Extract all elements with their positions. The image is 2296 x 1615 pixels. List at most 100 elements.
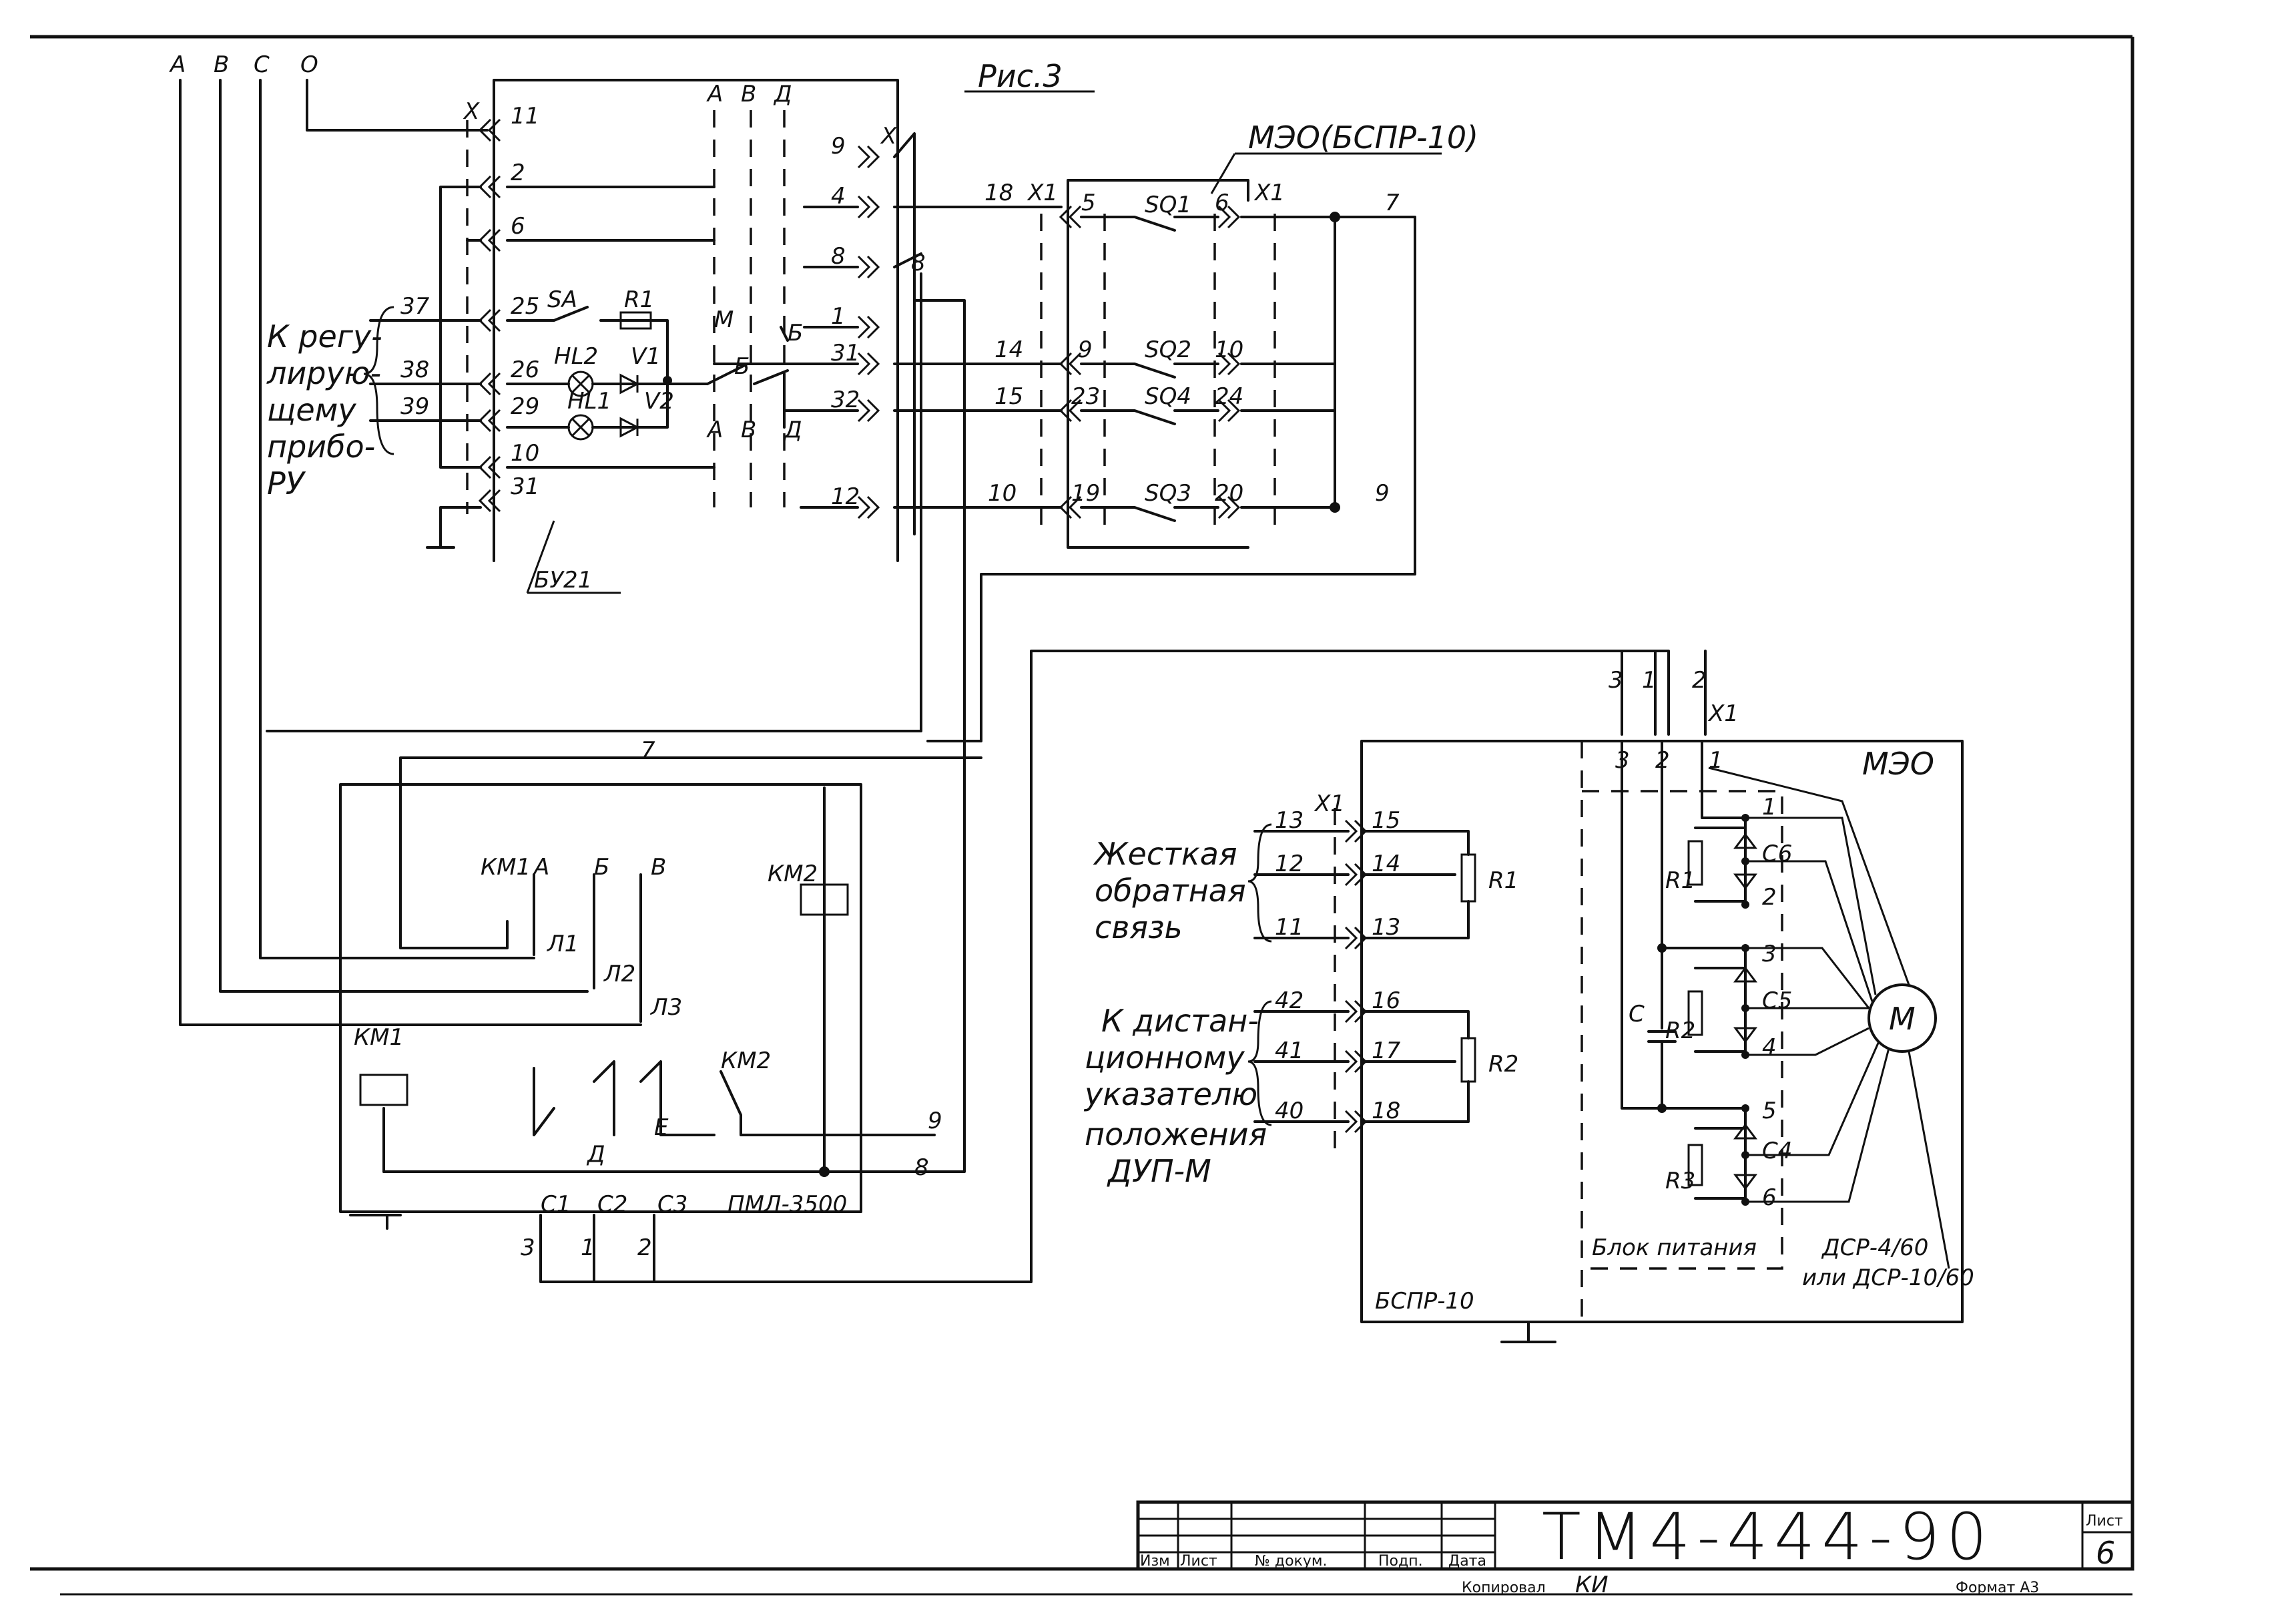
- svg-text:или ДСР-10/60: или ДСР-10/60: [1802, 1264, 1974, 1291]
- bu-left-pins: 11 2 6 25 26 29 10 31: [479, 103, 539, 513]
- svg-text:R1: R1: [624, 286, 654, 313]
- svg-text:Копировал: Копировал: [1462, 1580, 1546, 1596]
- svg-text:2: 2: [637, 1234, 652, 1261]
- svg-text:Л3: Л3: [649, 994, 682, 1021]
- svg-text:24: 24: [1215, 383, 1243, 410]
- supply-label-o: O: [300, 51, 318, 78]
- svg-text:SQ1: SQ1: [1145, 192, 1191, 218]
- svg-text:R2: R2: [1665, 1017, 1695, 1044]
- svg-text:С1: С1: [541, 1191, 571, 1218]
- svg-text:X1: X1: [1027, 180, 1058, 206]
- svg-text:17: 17: [1372, 1037, 1401, 1064]
- svg-text:11: 11: [1275, 914, 1304, 941]
- svg-text:8: 8: [911, 250, 926, 276]
- svg-text:1: 1: [1762, 794, 1777, 821]
- svg-text:ционному: ционному: [1085, 1040, 1245, 1076]
- motor-symbol: [1868, 983, 1937, 1053]
- svg-text:С2: С2: [597, 1191, 627, 1218]
- svg-text:М: М: [714, 306, 734, 333]
- drawing-frame: [30, 35, 2134, 1596]
- svg-text:А: А: [706, 81, 723, 107]
- svg-text:X1: X1: [1314, 790, 1345, 817]
- svg-text:31: 31: [511, 473, 539, 500]
- svg-text:5: 5: [1762, 1098, 1777, 1124]
- svg-text:указателю: указателю: [1083, 1076, 1257, 1112]
- svg-text:КИ: КИ: [1575, 1572, 1609, 1598]
- svg-text:SQ4: SQ4: [1145, 383, 1191, 410]
- svg-text:К дистан-: К дистан-: [1101, 1003, 1259, 1039]
- svg-text:14: 14: [1372, 851, 1400, 877]
- bu-name: БУ21: [534, 567, 592, 594]
- meo-top-switches: 5 9 23 19 6 10 24 20 SQ1 SQ2 SQ4 SQ3: [1059, 190, 1243, 522]
- svg-text:Д: Д: [783, 417, 802, 443]
- svg-text:9: 9: [831, 133, 846, 160]
- svg-text:6: 6: [511, 213, 525, 240]
- svg-text:12: 12: [1275, 851, 1304, 877]
- svg-text:SQ3: SQ3: [1145, 480, 1191, 507]
- svg-text:X1: X1: [1707, 700, 1739, 727]
- svg-text:C6: C6: [1762, 841, 1792, 867]
- svg-text:SQ2: SQ2: [1145, 336, 1191, 363]
- svg-text:40: 40: [1275, 1098, 1304, 1124]
- svg-text:10: 10: [1215, 336, 1243, 363]
- svg-text:А: А: [533, 854, 549, 881]
- meo-top-block: МЭО(БСПР-10) X1 X1 18 14 15 10 5 9 23 19…: [893, 120, 1478, 742]
- svg-text:8: 8: [914, 1154, 929, 1181]
- svg-text:3: 3: [521, 1234, 535, 1261]
- svg-text:37: 37: [400, 293, 430, 320]
- svg-text:HL1: HL1: [567, 388, 611, 415]
- svg-text:лирую-: лирую-: [266, 355, 381, 391]
- svg-text:X: X: [880, 123, 897, 150]
- svg-text:SA: SA: [547, 286, 577, 313]
- svg-text:МЭО: МЭО: [1862, 746, 1934, 782]
- svg-text:2: 2: [1762, 884, 1777, 911]
- svg-text:Изм: Изм: [1140, 1553, 1170, 1570]
- svg-text:X1: X1: [1253, 180, 1285, 206]
- svg-text:18: 18: [1372, 1098, 1400, 1124]
- svg-text:Формат А3: Формат А3: [1956, 1580, 2039, 1596]
- svg-text:Дата: Дата: [1448, 1553, 1486, 1570]
- svg-text:положения: положения: [1085, 1116, 1267, 1152]
- svg-text:связь: связь: [1095, 909, 1183, 945]
- svg-text:15: 15: [994, 383, 1023, 410]
- svg-text:32: 32: [831, 387, 860, 413]
- svg-text:6: 6: [1762, 1184, 1777, 1211]
- svg-text:6: 6: [2096, 1535, 2115, 1571]
- svg-text:обратная: обратная: [1095, 873, 1246, 909]
- svg-text:Подп.: Подп.: [1378, 1553, 1423, 1570]
- svg-text:R3: R3: [1665, 1168, 1695, 1194]
- svg-text:42: 42: [1275, 987, 1304, 1014]
- svg-text:C5: C5: [1762, 987, 1792, 1014]
- svg-text:R1: R1: [1488, 867, 1518, 894]
- svg-text:С3: С3: [657, 1191, 687, 1218]
- pml-block: ПМЛ-3500 7 КМ2 КМ1 КМ1 А Б В Л1 Л2 Л3 Д …: [266, 272, 1670, 1283]
- meo-bottom-block: МЭО X1 3 1 2 3 2 1 Блок питания ДСР-4/60…: [1581, 650, 1974, 1319]
- svg-text:М: М: [1889, 1001, 1916, 1037]
- svg-text:К регу-: К регу-: [267, 318, 382, 355]
- svg-text:C4: C4: [1762, 1138, 1792, 1164]
- svg-text:МЭО(БСПР-10): МЭО(БСПР-10): [1248, 120, 1478, 156]
- svg-text:15: 15: [1372, 807, 1400, 834]
- svg-text:7: 7: [1385, 190, 1400, 216]
- svg-text:№ докум.: № докум.: [1255, 1553, 1327, 1570]
- svg-text:РУ: РУ: [267, 465, 306, 501]
- svg-text:3: 3: [1609, 667, 1623, 694]
- svg-text:10: 10: [511, 440, 539, 467]
- svg-text:1: 1: [581, 1234, 595, 1261]
- bu21-block: X 11 2 6 25 26 29 10 31 БУ21 SA R1 HL2 V…: [266, 79, 926, 594]
- svg-text:V2: V2: [644, 388, 674, 415]
- svg-text:V1: V1: [631, 343, 661, 370]
- svg-text:Блок питания: Блок питания: [1592, 1234, 1757, 1261]
- svg-text:1: 1: [1642, 667, 1657, 694]
- svg-text:Е: Е: [654, 1114, 669, 1141]
- svg-text:Лист: Лист: [1180, 1553, 1217, 1570]
- svg-text:БСПР-10: БСПР-10: [1375, 1288, 1474, 1315]
- svg-text:С: С: [1629, 1001, 1645, 1027]
- svg-text:26: 26: [511, 357, 539, 383]
- svg-text:38: 38: [400, 357, 429, 383]
- svg-text:прибо-: прибо-: [267, 429, 375, 465]
- svg-text:19: 19: [1071, 480, 1100, 507]
- document-number: ТМ4-444-90: [1542, 1499, 1994, 1574]
- svg-text:Д: Д: [586, 1141, 605, 1168]
